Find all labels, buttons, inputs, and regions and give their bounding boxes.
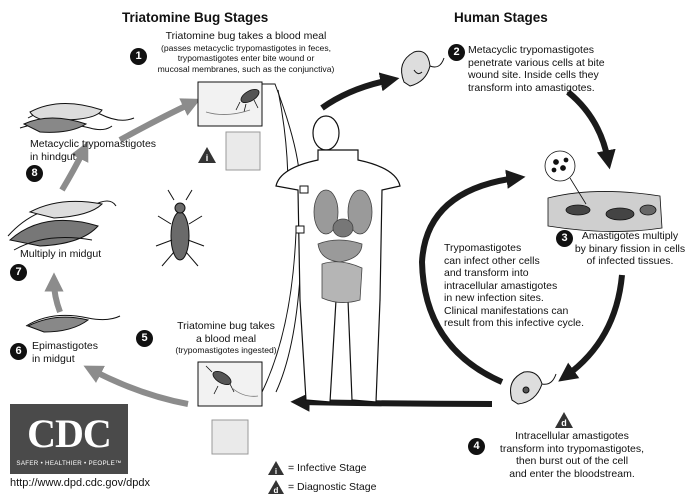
infective-cycle-text: Trypomastigotes can infect other cells a… <box>444 242 610 330</box>
step-2-line: Metacyclic trypomastigotes <box>468 44 638 57</box>
step-4-line: Intracellular amastigotes <box>486 430 658 443</box>
cycle-line: result from this infective cycle. <box>444 317 610 330</box>
step-2-text: Metacyclic trypomastigotes penetrate var… <box>468 44 638 94</box>
infective-stage-marker: i <box>198 147 216 163</box>
bite-inset <box>198 82 262 126</box>
parasite-burst-cell <box>511 372 557 404</box>
step-4-line: and enter the bloodstream. <box>486 468 658 481</box>
step-7-number: 7 <box>10 264 27 281</box>
cycle-line: Clinical manifestations can <box>444 305 610 318</box>
parasite-trypomastigote-human <box>402 51 444 86</box>
arrow-1-to-2 <box>322 80 390 108</box>
step-6-line: in midgut <box>32 353 98 366</box>
ingested-inset <box>212 420 248 454</box>
step-1-note-line: mucosal membranes, such as the conjuncti… <box>146 64 346 75</box>
step-1-note-line: trypomastigotes enter bite wound or <box>146 53 346 64</box>
step-5-number: 5 <box>136 330 153 347</box>
legend-diagnostic: d = Diagnostic Stage <box>268 480 376 494</box>
step-3-line: Amastigotes multiply <box>568 230 691 243</box>
step-7-text: Multiply in midgut <box>20 248 101 261</box>
legend-infective: i = Infective Stage <box>268 461 367 475</box>
infective-marker-letter: i <box>206 153 209 163</box>
svg-text:i: i <box>275 467 277 475</box>
step-2-line: transform into amastigotes. <box>468 82 638 95</box>
step-8-line: in hindgut <box>30 151 156 164</box>
infected-tissue <box>545 151 662 232</box>
human-stages-header: Human Stages <box>454 10 548 25</box>
parasite-metacyclic-hindgut <box>20 103 134 132</box>
step-6-text: Epimastigotes in midgut <box>32 340 98 365</box>
step-2-number: 2 <box>448 44 465 61</box>
cdc-logo-tagline: SAFER • HEALTHIER • PEOPLE™ <box>10 460 128 467</box>
cdc-logo: CDC SAFER • HEALTHIER • PEOPLE™ <box>10 404 128 474</box>
step-5-line: a blood meal <box>156 333 296 346</box>
step-8-text: Metacyclic trypomastigotes in hindgut <box>30 138 156 163</box>
step-1-note-line: (passes metacyclic trypomastigotes in fe… <box>146 43 346 54</box>
parasite-multiply-midgut <box>8 201 116 250</box>
trypo-inset <box>226 132 260 170</box>
bug-stages-header: Triatomine Bug Stages <box>122 10 268 25</box>
diagnostic-marker-letter: d <box>561 418 567 428</box>
step-4-line: then burst out of the cell <box>486 455 658 468</box>
cycle-line: can infect other cells <box>444 255 610 268</box>
cdc-logo-word: CDC <box>10 410 128 457</box>
step-8-line: Metacyclic trypomastigotes <box>30 138 156 151</box>
arm-marker-1 <box>300 186 308 193</box>
infective-legend-icon: i <box>268 461 284 475</box>
cycle-line: Trypomastigotes <box>444 242 610 255</box>
arrow-2-to-3 <box>568 92 608 160</box>
step-4-line: transform into trypomastigotes, <box>486 443 658 456</box>
step-6-number: 6 <box>10 343 27 360</box>
step-1-number: 1 <box>130 48 147 65</box>
step-2-line: wound site. Inside cells they <box>468 69 638 82</box>
diagnostic-stage-marker: d <box>555 412 573 428</box>
step-5-note: (trypomastigotes ingested) <box>156 345 296 356</box>
step-1-text: Triatomine bug takes a blood meal (passe… <box>146 30 346 74</box>
cycle-line: intracellular amastigotes <box>444 280 610 293</box>
step-5-text: Triatomine bug takes a blood meal (trypo… <box>156 320 296 356</box>
connector-meal-2 <box>276 232 302 392</box>
arm-marker-2 <box>296 226 304 233</box>
step-1-title: Triatomine bug takes a blood meal <box>146 30 346 43</box>
step-5-line: Triatomine bug takes <box>156 320 296 333</box>
step-8-number: 8 <box>26 165 43 182</box>
step-4-number: 4 <box>468 438 485 455</box>
arrow-8-to-1 <box>120 103 192 140</box>
arrow-6-to-7 <box>54 282 60 312</box>
step-6-line: Epimastigotes <box>32 340 98 353</box>
parasite-epimastigote <box>26 315 120 332</box>
step-4-text: Intracellular amastigotes transform into… <box>486 430 658 480</box>
legend-diagnostic-label: = Diagnostic Stage <box>288 481 376 493</box>
connector-meal <box>262 232 296 392</box>
cycle-line: in new infection sites. <box>444 292 610 305</box>
source-url[interactable]: http://www.dpd.cdc.gov/dpdx <box>10 477 150 489</box>
cycle-line: and transform into <box>444 267 610 280</box>
svg-text:d: d <box>274 486 279 494</box>
diagnostic-legend-icon: d <box>268 480 284 494</box>
legend-infective-label: = Infective Stage <box>288 462 367 474</box>
triatomine-bug <box>156 190 204 266</box>
step-2-line: penetrate various cells at bite <box>468 57 638 70</box>
arrow-5-to-6 <box>92 370 188 404</box>
